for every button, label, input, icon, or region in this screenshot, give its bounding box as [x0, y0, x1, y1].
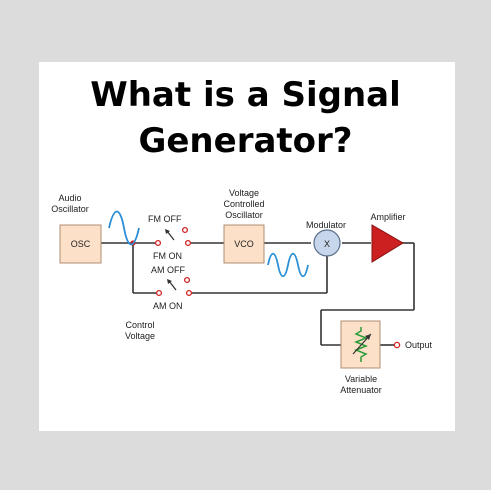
control-voltage-label-2: Voltage [125, 331, 155, 341]
page-title: What is a Signal Generator? [0, 72, 491, 164]
fm-off-label: FM OFF [148, 214, 182, 224]
am-on-contact [185, 289, 193, 297]
am-switch-arm [168, 280, 177, 291]
title-line-2: Generator? [138, 121, 353, 161]
fm-on-contact [184, 239, 192, 247]
fm-off-contact [181, 226, 189, 234]
attenuator-label-1: Variable [345, 374, 377, 384]
output-terminal [393, 341, 401, 349]
vco-label-1: Voltage [229, 188, 259, 198]
vco-box [223, 224, 265, 264]
amplifier-label: Amplifier [370, 212, 405, 222]
fm-input-contact [154, 239, 162, 247]
modulator-label: Modulator [306, 220, 346, 230]
control-voltage-label-1: Control [125, 320, 154, 330]
am-switch-arrow-icon [167, 279, 172, 284]
am-off-label: AM OFF [151, 265, 185, 275]
fm-switch-arm [166, 230, 175, 241]
amplifier-triangle-icon [371, 224, 404, 263]
vco-box-label: VCO [234, 239, 254, 249]
osc-box [59, 224, 102, 264]
fm-switch-arrow-icon [165, 229, 170, 234]
vco-label-2: Controlled [223, 199, 264, 209]
audio-oscillator-label-1: Audio [58, 193, 81, 203]
wiring [101, 242, 415, 346]
modulator-symbol: X [324, 239, 330, 249]
modulator-circle [313, 229, 341, 257]
resistor-icon [353, 327, 369, 362]
am-input-contact [155, 289, 163, 297]
am-on-label: AM ON [153, 301, 183, 311]
audio-wave-icon [108, 210, 140, 246]
attenuator-label-2: Attenuator [340, 385, 382, 395]
resistor-adjust-arrow-icon [365, 334, 371, 340]
audio-oscillator-label-2: Oscillator [51, 204, 89, 214]
am-off-contact [183, 276, 191, 284]
fm-on-label: FM ON [153, 251, 182, 261]
title-line-1: What is a Signal [90, 75, 401, 115]
vco-label-3: Oscillator [225, 210, 263, 220]
vco-wave-icon [267, 252, 309, 278]
osc-box-label: OSC [71, 239, 91, 249]
output-label: Output [405, 340, 433, 350]
